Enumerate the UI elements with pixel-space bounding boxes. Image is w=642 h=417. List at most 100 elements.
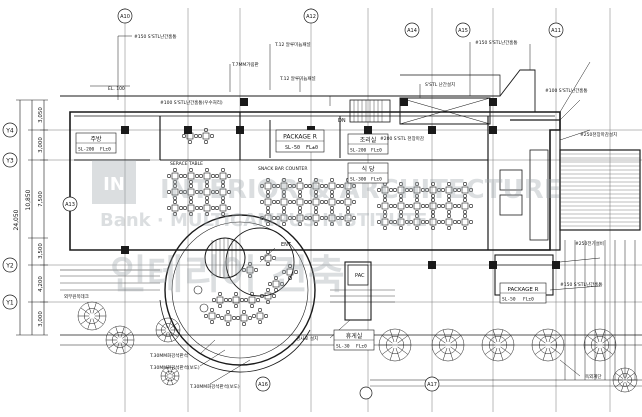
- note: 옥외계단: [585, 373, 602, 380]
- grid-label-row: Y1: [5, 300, 14, 307]
- tree-symbol: [612, 367, 638, 393]
- note: #200 S'STL 천장마감: [380, 135, 424, 142]
- table-set: [424, 198, 441, 215]
- table-set: [440, 198, 457, 215]
- label-snack-counter: SNACK BAR COUNTER: [258, 166, 308, 172]
- note: T.30MM화강석판석(보도): [149, 364, 200, 371]
- table-set: [252, 307, 268, 324]
- dim-seg: 3,050: [38, 107, 44, 123]
- dim-seg: 4,200: [38, 276, 44, 292]
- svg-text:FL±0: FL±0: [371, 148, 382, 154]
- room-tag-package-lower: PACKAGE R SL-50 FL±0: [499, 282, 547, 304]
- note: T.12 알루미늄패널: [274, 41, 311, 48]
- table-set: [339, 194, 356, 211]
- table-set: [392, 214, 409, 231]
- tree-symbol: [77, 301, 107, 331]
- table-set: [339, 210, 356, 227]
- grid-label-col: A11: [551, 28, 561, 34]
- table-set: [307, 178, 324, 195]
- room-tag-small-room: 휴게실 SL-30 FL±0: [333, 329, 375, 351]
- grid-label-col: A14: [407, 28, 417, 34]
- table-set: [215, 184, 232, 201]
- svg-text:SL-50: SL-50: [502, 297, 516, 303]
- label-dn: DN: [338, 118, 346, 124]
- grid-label-row: Y4: [5, 128, 14, 135]
- svg-text:SL-200: SL-200: [350, 148, 367, 154]
- dim-seg: 3,000: [38, 311, 44, 327]
- table-set: [267, 275, 284, 292]
- svg-text:FL±0: FL±0: [356, 344, 367, 350]
- grid-label-row: Y2: [5, 263, 14, 270]
- dim-seg: 3,500: [38, 243, 44, 259]
- table-set: [275, 178, 292, 195]
- table-set: [199, 168, 216, 185]
- note: #100 S'STL난간홈통(우수처리): [160, 99, 223, 106]
- note: #250전기설비: [575, 240, 604, 247]
- grid-label-col: A17: [427, 382, 437, 388]
- note: S'STL 난간설치: [425, 81, 455, 88]
- svg-text:PACKAGE R: PACKAGE R: [508, 287, 539, 293]
- room-tag-package-upper: PACKAGE R SL-50 FL±0: [275, 129, 325, 153]
- table-set: [215, 168, 232, 185]
- svg-text:FL±0: FL±0: [523, 297, 534, 303]
- table-set: [307, 194, 324, 211]
- round-table: [199, 303, 209, 313]
- room-tag-entry-hall: 주방 SL-200 FL±0: [75, 132, 117, 154]
- table-set: [323, 194, 340, 211]
- table-set: [167, 168, 184, 185]
- note: T.30MM화강석판석(보도): [189, 383, 240, 390]
- table-set: [275, 210, 292, 227]
- table-set: [376, 214, 393, 231]
- table-set: [183, 168, 200, 185]
- svg-text:SL-300: SL-300: [350, 177, 367, 183]
- table-set: [259, 178, 276, 195]
- table-set: [456, 198, 473, 215]
- svg-text:SL-200: SL-200: [78, 147, 95, 153]
- round-table: [193, 285, 203, 295]
- table-set: [215, 200, 232, 217]
- table-set: [244, 291, 260, 308]
- label-el: EL. 100: [108, 86, 125, 92]
- table-set: [376, 198, 393, 215]
- table-set: [408, 198, 425, 215]
- table-set: [212, 291, 229, 308]
- table-set: [228, 291, 245, 308]
- svg-text:조리실: 조리실: [360, 136, 377, 144]
- svg-text:FL±0: FL±0: [100, 147, 111, 153]
- svg-text:식 당: 식 당: [362, 165, 375, 173]
- table-set: [275, 194, 292, 211]
- room-tag-dining-left: 조리실 SL-200 FL±0: [347, 133, 389, 155]
- svg-text:FL±0: FL±0: [306, 145, 318, 151]
- grid-label-col: A13: [65, 202, 75, 208]
- table-set: [440, 214, 457, 231]
- table-set: [259, 287, 276, 304]
- table-set: [408, 214, 425, 231]
- table-set: [259, 250, 276, 266]
- table-set: [259, 194, 276, 211]
- table-set: [291, 178, 308, 195]
- room-tag-dining-center: 식 당 SL-300 FL±0: [347, 162, 389, 184]
- table-set: [440, 182, 457, 199]
- label-pac: PAC: [355, 273, 365, 279]
- table-set: [307, 210, 324, 227]
- table-set: [424, 214, 441, 231]
- table-set: [183, 200, 200, 217]
- grid-label-col: A15: [458, 28, 468, 34]
- dim-seg: 7,500: [38, 191, 44, 207]
- note: T.30MM화강석판석: [149, 352, 188, 359]
- note: #100 S'STL난간홈통: [545, 87, 588, 94]
- table-set: [220, 309, 237, 326]
- svg-text:PACKAGE R: PACKAGE R: [283, 134, 317, 141]
- label-ent: ENT: [281, 242, 292, 248]
- tree-symbol: [155, 317, 181, 343]
- dim-outer: 24,050: [13, 209, 20, 230]
- svg-text:SL-30: SL-30: [336, 344, 350, 350]
- table-set: [408, 182, 425, 199]
- note: #250천장마감설치: [580, 131, 617, 138]
- table-set: [424, 182, 441, 199]
- table-set: [291, 194, 308, 211]
- watermark-line3: 인테리어 건축: [110, 252, 345, 298]
- tree-symbol: [583, 328, 617, 362]
- table-set: [456, 214, 473, 231]
